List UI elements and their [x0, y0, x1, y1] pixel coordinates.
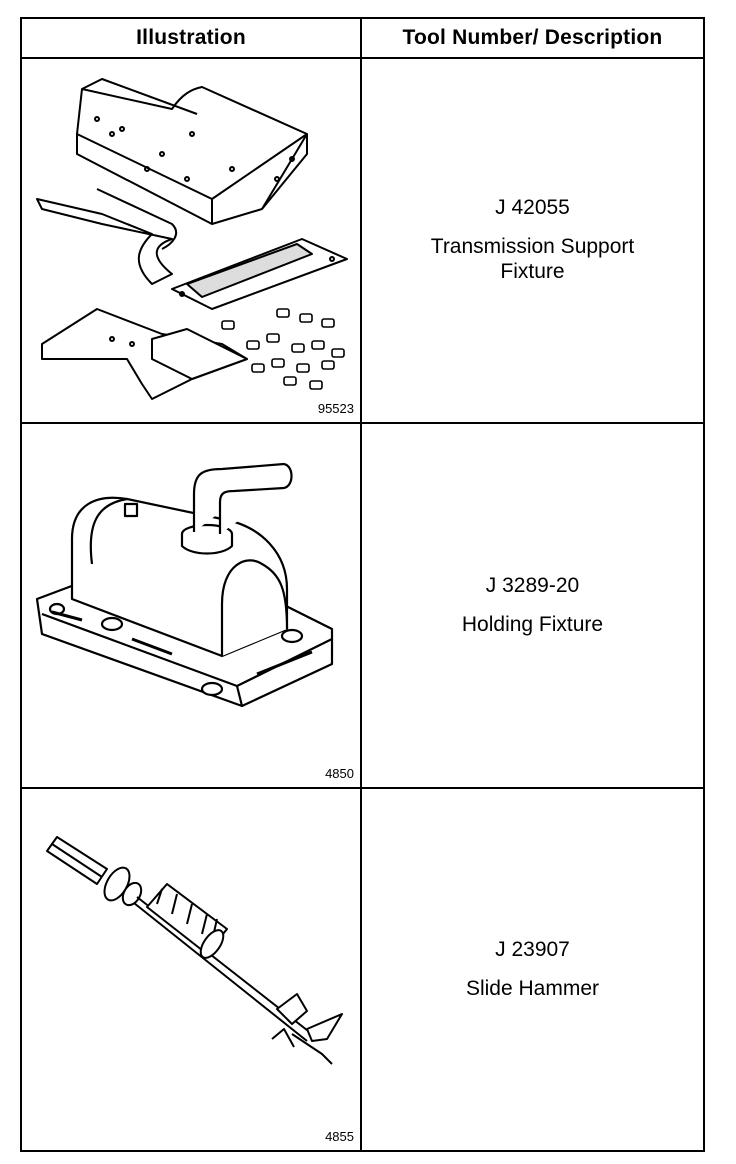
column-divider: [360, 19, 362, 1150]
row-divider-1: [22, 422, 703, 424]
description-cell-1: J 42055 Transmission Support Fixture: [362, 59, 703, 422]
header-illustration: Illustration: [136, 26, 246, 49]
tool-description-3-line1: Slide Hammer: [465, 976, 600, 1000]
header-tool-number-description: Tool Number/ Description: [402, 26, 663, 49]
tool-description-1-line1: Transmission Support: [430, 235, 635, 259]
illustration-cell-1: 95523: [22, 59, 360, 422]
holding-fixture-icon: [35, 462, 334, 708]
figure-number-1: 95523: [317, 401, 354, 416]
figure-number-3: 4855: [325, 1129, 354, 1144]
slide-hammer-icon: [46, 836, 343, 1065]
tool-number-1: J 42055: [495, 196, 570, 220]
tool-number-3: J 23907: [495, 937, 570, 961]
row-divider-2: [22, 787, 703, 789]
tool-description-1-line2: Fixture: [500, 259, 565, 283]
description-cell-3: J 23907 Slide Hammer: [362, 789, 703, 1150]
tool-description-2-line1: Holding Fixture: [461, 612, 604, 636]
tool-table: Illustration Tool Number/ Description: [20, 17, 705, 1152]
description-cell-2: J 3289-20 Holding Fixture: [362, 424, 703, 787]
illustration-cell-2: 4850: [22, 424, 360, 787]
header-divider: [22, 57, 703, 59]
transmission-support-fixture-icon: [36, 78, 348, 400]
illustration-cell-3: 4855: [22, 789, 360, 1150]
figure-number-2: 4850: [325, 766, 354, 781]
tool-number-2: J 3289-20: [485, 573, 580, 597]
